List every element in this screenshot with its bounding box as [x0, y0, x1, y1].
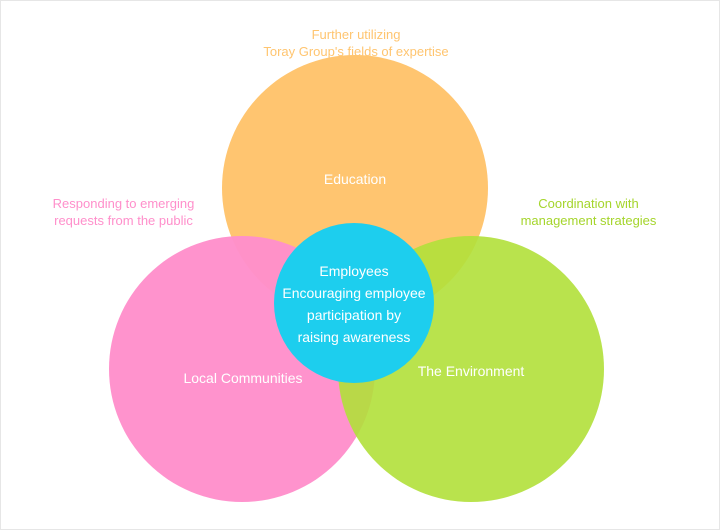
- environment-label: The Environment: [417, 363, 525, 379]
- employees-line-3: raising awareness: [297, 329, 411, 345]
- education-note-line-1: Further utilizing: [311, 27, 401, 42]
- local-communities-note: Responding to emerging requests from the…: [31, 195, 216, 229]
- environment-note: Coordination with management strategies: [501, 195, 676, 229]
- employees-label-block: Employees Encouraging employee participa…: [269, 260, 439, 348]
- environment-note-line-2: management strategies: [520, 213, 657, 228]
- local-communities-label: Local Communities: [183, 370, 303, 386]
- local-communities-note-line-1: Responding to emerging: [52, 196, 195, 211]
- education-label: Education: [323, 171, 387, 187]
- local-communities-note-line-2: requests from the public: [54, 213, 193, 228]
- employees-circle: [274, 223, 434, 383]
- employees-line-2: participation by: [306, 307, 402, 323]
- environment-note-line-1: Coordination with: [538, 196, 639, 211]
- education-note: Further utilizing Toray Group's fields o…: [221, 26, 491, 60]
- education-note-line-2: Toray Group's fields of expertise: [263, 44, 449, 59]
- employees-line-1: Encouraging employee: [282, 285, 426, 301]
- employees-label: Employees: [319, 263, 389, 279]
